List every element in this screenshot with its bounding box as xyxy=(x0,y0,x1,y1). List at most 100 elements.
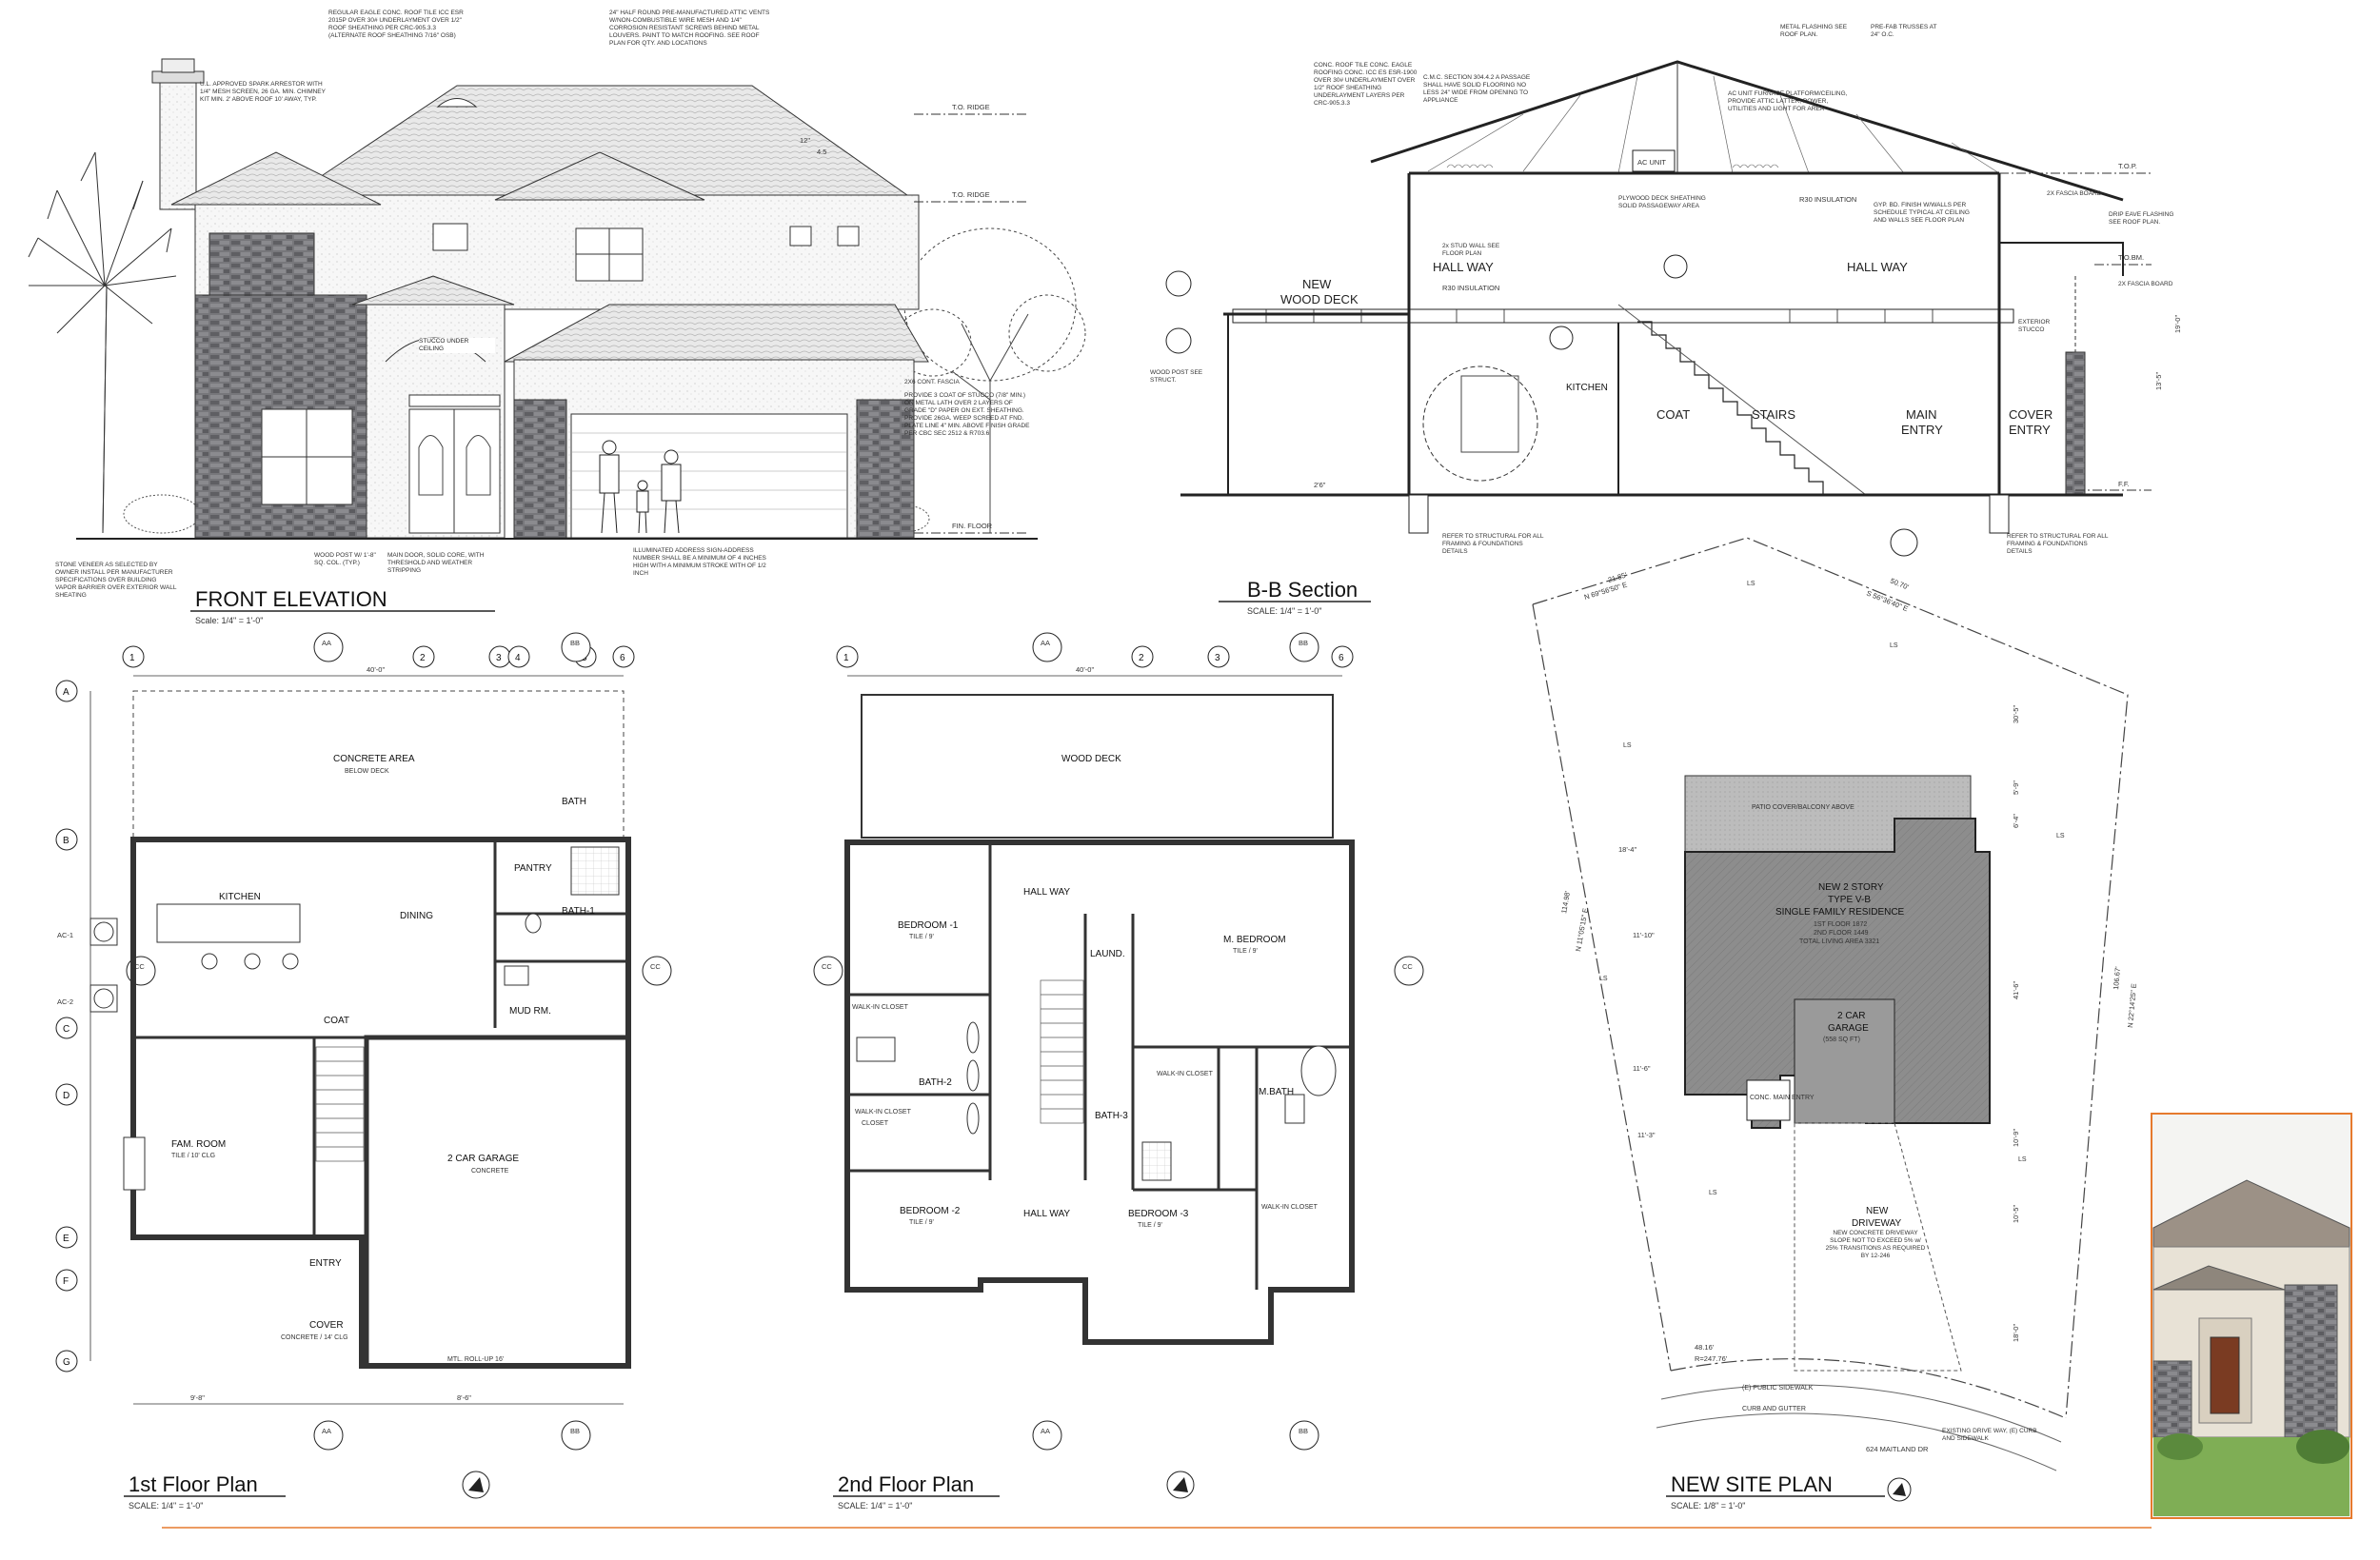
master-bedroom-sub: TILE / 9' xyxy=(1233,948,1258,955)
to-ridge-label-2: T.O. RIDGE xyxy=(952,190,990,199)
bearing-left: N 11°05'15" E xyxy=(1574,907,1590,952)
section-bb: T.O.P. T.O.BM. F.F. AC UNIT HALL WAY HAL… xyxy=(1150,24,2182,616)
setback-1: 18'-4" xyxy=(1618,845,1636,854)
address-sign-note: ILLUMINATED ADDRESS SIGN-ADDRESS NUMBER … xyxy=(633,547,766,577)
chimney-cap xyxy=(151,70,205,84)
ls-label: LS xyxy=(1890,642,1898,649)
fascia-board-note-2: 2X FASCIA BOARD xyxy=(2118,281,2172,287)
grid-row: B xyxy=(63,836,69,846)
spark-arrestor xyxy=(161,58,195,73)
grid-col: 2 xyxy=(1139,653,1144,663)
stone-veneer-note: STONE VENEER AS SELECTED BY OWNER INSTAL… xyxy=(55,562,176,599)
attic-vent-note: 24" HALF ROUND PRE-MANUFACTURED ATTIC VE… xyxy=(609,10,769,47)
ls-label: LS xyxy=(2018,1156,2027,1163)
ls-label: LS xyxy=(1623,742,1632,749)
first-floor-plan: 1 2 3 4 5 6 A B C D E F G CC CC AA BB AA… xyxy=(55,632,672,1511)
wood-deck-label: WOOD DECK xyxy=(1061,754,1121,764)
residence-label-3: SINGLE FAMILY RESIDENCE xyxy=(1775,907,1905,918)
site-garage-label-1: 2 CAR xyxy=(1837,1011,1865,1021)
to-ridge-label: T.O. RIDGE xyxy=(952,103,990,111)
section-marker xyxy=(1165,270,1192,297)
driveway-note: NEW CONCRETE DRIVEWAY SLOPE NOT TO EXCEE… xyxy=(1826,1230,1926,1259)
site-main-entry-label: CONC. MAIN ENTRY xyxy=(1750,1095,1815,1101)
walkin-master-label: WALK-IN CLOSET xyxy=(1261,1204,1319,1211)
fascia-note: 2X6 CONT. FASCIA xyxy=(904,379,960,385)
ff-overall-dim: 40'-0" xyxy=(367,665,385,674)
section-marker xyxy=(1890,528,1918,557)
curve-length: 48.16' xyxy=(1695,1343,1715,1352)
bath3-label: BATH-3 xyxy=(1095,1111,1128,1121)
section-marker-bb: BB xyxy=(570,1427,580,1435)
bedroom1-label: BEDROOM -1 xyxy=(898,920,959,931)
site-dim-4: 41'-6" xyxy=(2012,981,2020,999)
stone-garage-right xyxy=(856,399,915,539)
site-main-entry xyxy=(1746,1079,1791,1121)
area-label-2: 2ND FLOOR 1449 xyxy=(1814,930,1869,937)
section-marker-cc: CC xyxy=(1402,962,1413,971)
garage-sub: CONCRETE xyxy=(471,1168,509,1175)
roll-up-label: MTL. ROLL-UP 16' xyxy=(447,1356,504,1363)
tobm-label: T.O.BM. xyxy=(2118,253,2144,262)
section-hallway-left: HALL WAY xyxy=(1433,260,1494,274)
area-label-1: 1ST FLOOR 1872 xyxy=(1814,921,1867,928)
exterior-stucco-note: EXTERIOR STUCCO xyxy=(2018,319,2050,333)
curb-label: CURB AND GUTTER xyxy=(1742,1406,1806,1412)
wood-post-section-note: WOOD POST SEE STRUCT. xyxy=(1150,369,1202,384)
left-gable-roof xyxy=(170,151,382,206)
gyp-note: GYP. BD. FINISH W/WALLS PER SCHEDULE TYP… xyxy=(1874,202,1970,224)
grid-row: E xyxy=(63,1234,69,1244)
grid-col: 1 xyxy=(843,653,849,663)
section-marker xyxy=(1549,326,1574,350)
ff-exterior-wall xyxy=(130,837,631,1369)
first-floor-title: 1st Floor Plan xyxy=(129,1472,258,1496)
section-dim-right-2: 13'-5" xyxy=(2154,372,2163,390)
curve-radius: R=247.76' xyxy=(1695,1354,1728,1363)
section-marker-aa: AA xyxy=(322,1427,331,1435)
site-plan: PATIO COVER/BALCONY ABOVE NEW 2 STORY TY… xyxy=(1532,537,2138,1511)
sf-exterior-wall xyxy=(844,839,1355,1345)
kitchen-label: KITCHEN xyxy=(219,892,261,902)
concrete-area-label: CONCRETE AREA xyxy=(333,754,415,764)
ac-unit-2 xyxy=(89,984,118,1013)
upper-wall xyxy=(194,194,920,310)
fam-room-label: FAM. ROOM xyxy=(171,1139,226,1150)
stucco-spec-note: PROVIDE 3 COAT OF STUCCO (7/8" MIN.) ON … xyxy=(904,392,1030,437)
hallway-bottom-label: HALL WAY xyxy=(1023,1209,1070,1219)
roof-tile-note: REGULAR EAGLE CONC. ROOF TILE ICC ESR 20… xyxy=(328,10,464,39)
grid-col: 3 xyxy=(496,653,502,663)
street-label: 624 MAITLAND DR xyxy=(1866,1445,1929,1453)
grid-row: G xyxy=(63,1357,70,1368)
site-plan-title: NEW SITE PLAN xyxy=(1671,1472,1833,1496)
ac-furnace-note: AC UNIT FURNACE PLATFORM/CEILING, PROVID… xyxy=(1728,90,1847,112)
chimney-note: U.L. APPROVED SPARK ARRESTOR WITH 1/4" M… xyxy=(200,81,326,103)
grid-row: D xyxy=(63,1091,69,1101)
front-elevation-scale: Scale: 1/4" = 1'-0" xyxy=(195,616,263,625)
setback-4: 11'-3" xyxy=(1637,1131,1656,1139)
dist-right: 106.67' xyxy=(2112,966,2122,991)
walkin3-label: WALK-IN CLOSET xyxy=(1157,1071,1214,1077)
section-marker-bb: BB xyxy=(570,639,580,647)
setback-3: 11'-6" xyxy=(1633,1064,1651,1073)
rendering-door xyxy=(2210,1336,2240,1414)
area-label-3: TOTAL LIVING AREA 3321 xyxy=(1799,938,1879,945)
site-dim-2: 6'-4" xyxy=(2012,814,2020,828)
master-bedroom-label: M. BEDROOM xyxy=(1223,935,1286,945)
closet-label: CLOSET xyxy=(862,1120,889,1127)
section-marker-bb: BB xyxy=(1299,1427,1308,1435)
residence-label-2: TYPE V-B xyxy=(1828,895,1871,905)
ls-label: LS xyxy=(1599,976,1608,982)
bath1-label: BATH-1 xyxy=(562,906,595,917)
r30-label: R30 INSULATION xyxy=(1442,284,1499,292)
metal-flashing-note: METAL FLASHING SEE ROOF PLAN. xyxy=(1780,24,1847,38)
mudroom-label: MUD RM. xyxy=(509,1006,551,1017)
palm-tree xyxy=(28,151,177,534)
top-label: T.O.P. xyxy=(2118,162,2137,170)
grid-col: 2 xyxy=(420,653,426,663)
section-scale: SCALE: 1/4" = 1'-0" xyxy=(1247,606,1321,616)
driveway xyxy=(1794,1122,1962,1372)
garage-label: 2 CAR GARAGE xyxy=(447,1154,519,1164)
section-new-label: NEW xyxy=(1302,277,1332,291)
walkin1-label: WALK-IN CLOSET xyxy=(852,1004,909,1011)
section-wood-deck-label: WOOD DECK xyxy=(1280,292,1359,306)
